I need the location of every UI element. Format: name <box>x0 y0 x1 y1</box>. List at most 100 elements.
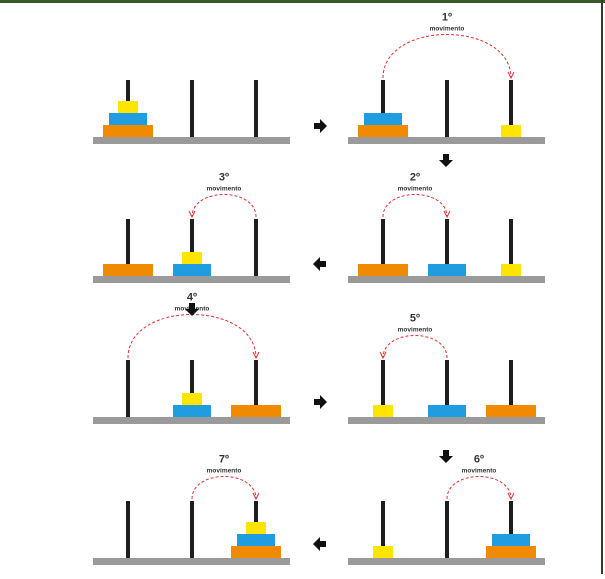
small-disk <box>373 546 393 558</box>
large-disk <box>103 264 153 276</box>
move-arrowhead <box>379 351 387 360</box>
move-arc <box>191 194 257 218</box>
tower-base <box>93 417 290 424</box>
flow-arrow-left-icon <box>313 257 326 271</box>
large-disk <box>231 546 281 558</box>
peg-1 <box>126 360 130 417</box>
peg-2 <box>190 501 194 558</box>
peg-2 <box>445 360 449 417</box>
medium-disk <box>173 264 211 276</box>
top-border-line <box>0 0 605 3</box>
move-5: 5º movimento <box>379 313 448 360</box>
large-disk <box>358 125 408 137</box>
move-arrowhead <box>252 351 260 360</box>
tower-base <box>348 137 545 144</box>
move-word-label: movimento <box>398 327 433 334</box>
peg-3 <box>254 80 258 137</box>
tower-base <box>348 417 545 424</box>
flow-arrow-down-icon <box>439 450 453 463</box>
move-3: 3º movimento <box>188 172 257 219</box>
peg-1 <box>381 360 385 417</box>
peg-3 <box>254 360 258 417</box>
move-arrowhead <box>507 71 515 80</box>
medium-disk <box>173 405 211 417</box>
flow-arrow-down-icon <box>185 303 199 316</box>
move-number-label: 3º <box>219 172 229 184</box>
peg-1 <box>381 80 385 137</box>
tower-state-2 <box>348 219 545 283</box>
peg-3 <box>509 219 513 276</box>
flow-arrow-right-icon <box>314 395 327 409</box>
right-border-line <box>601 0 603 574</box>
peg-1 <box>126 219 130 276</box>
large-disk <box>486 405 536 417</box>
tower-state-5 <box>348 360 545 424</box>
small-disk <box>118 101 138 113</box>
move-word-label: movimento <box>462 468 497 475</box>
flow-arrow-right-icon <box>314 119 327 133</box>
move-word-label: movimento <box>398 186 433 193</box>
peg-2 <box>445 80 449 137</box>
tower-state-4 <box>93 360 290 424</box>
medium-disk <box>364 113 402 125</box>
large-disk <box>103 125 153 137</box>
medium-disk <box>109 113 147 125</box>
move-number-label: 5º <box>410 313 420 325</box>
move-number-label: 6º <box>474 454 484 466</box>
move-number-label: 7º <box>219 454 229 466</box>
large-disk <box>231 405 281 417</box>
peg-1 <box>126 501 130 558</box>
move-number-label: 1º <box>442 12 452 24</box>
move-word-label: movimento <box>207 186 242 193</box>
small-disk <box>182 252 202 264</box>
tower-state-0 <box>93 80 290 144</box>
tower-state-1 <box>348 80 545 144</box>
peg-2 <box>190 360 194 417</box>
move-1: 1º movimento <box>382 12 515 80</box>
tower-base <box>348 276 545 283</box>
move-word-label: movimento <box>430 26 465 33</box>
small-disk <box>182 393 202 405</box>
large-disk <box>358 264 408 276</box>
move-arc <box>446 476 512 500</box>
move-number-label: 4º <box>187 292 197 304</box>
move-4: 4ºmovimento <box>127 292 260 360</box>
peg-2 <box>445 501 449 558</box>
peg-3 <box>509 80 513 137</box>
peg-1 <box>381 501 385 558</box>
move-number-label: 2º <box>410 172 420 184</box>
tower-base <box>93 276 290 283</box>
medium-disk <box>492 534 530 546</box>
move-arc <box>191 476 257 500</box>
move-arrowhead <box>252 492 260 501</box>
move-arc <box>127 314 257 359</box>
medium-disk <box>428 264 466 276</box>
peg-2 <box>445 219 449 276</box>
flow-arrow-left-icon <box>313 537 326 551</box>
move-arrowhead <box>443 210 451 219</box>
tower-state-7 <box>93 501 290 565</box>
small-disk <box>373 405 393 417</box>
move-2: 2º movimento <box>382 172 451 219</box>
move-arrowhead <box>507 492 515 501</box>
peg-2 <box>190 80 194 137</box>
peg-3 <box>509 501 513 558</box>
tower-base <box>348 558 545 565</box>
move-7: 7º movimento <box>191 454 260 501</box>
small-disk <box>501 125 521 137</box>
peg-1 <box>381 219 385 276</box>
tower-base <box>93 558 290 565</box>
small-disk <box>501 264 521 276</box>
medium-disk <box>428 405 466 417</box>
peg-3 <box>509 360 513 417</box>
large-disk <box>486 546 536 558</box>
move-arc <box>382 194 448 218</box>
tower-state-6 <box>348 501 545 565</box>
move-word-label: movimento <box>207 468 242 475</box>
tower-base <box>93 137 290 144</box>
move-arc <box>382 34 512 79</box>
peg-2 <box>190 219 194 276</box>
small-disk <box>246 522 266 534</box>
tower-state-3 <box>93 219 290 283</box>
